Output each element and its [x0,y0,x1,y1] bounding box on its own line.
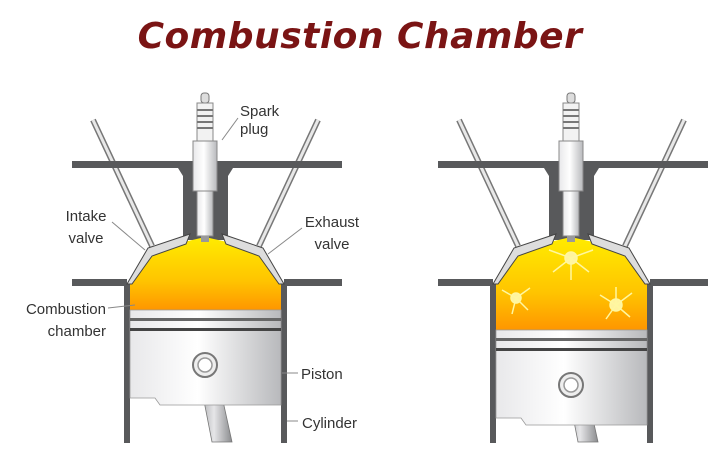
diagram-title: Combustion Chamber [137,16,583,57]
label-piston: Piston [301,366,343,383]
exhaust-valve-head [221,233,285,285]
combustion-chamber-flame [130,237,281,310]
leader-lines [107,117,303,422]
engine-right-ignition [438,92,708,443]
combustion-chamber-flame [496,237,647,330]
engine-left-compression [72,92,342,443]
spark-plug [192,92,218,242]
spark-plug [558,92,584,242]
label-cylinder: Cylinder [302,415,357,432]
intake-valve-head [126,233,191,285]
piston [495,329,648,426]
flame-burst-icons [501,249,633,320]
piston [129,309,282,406]
